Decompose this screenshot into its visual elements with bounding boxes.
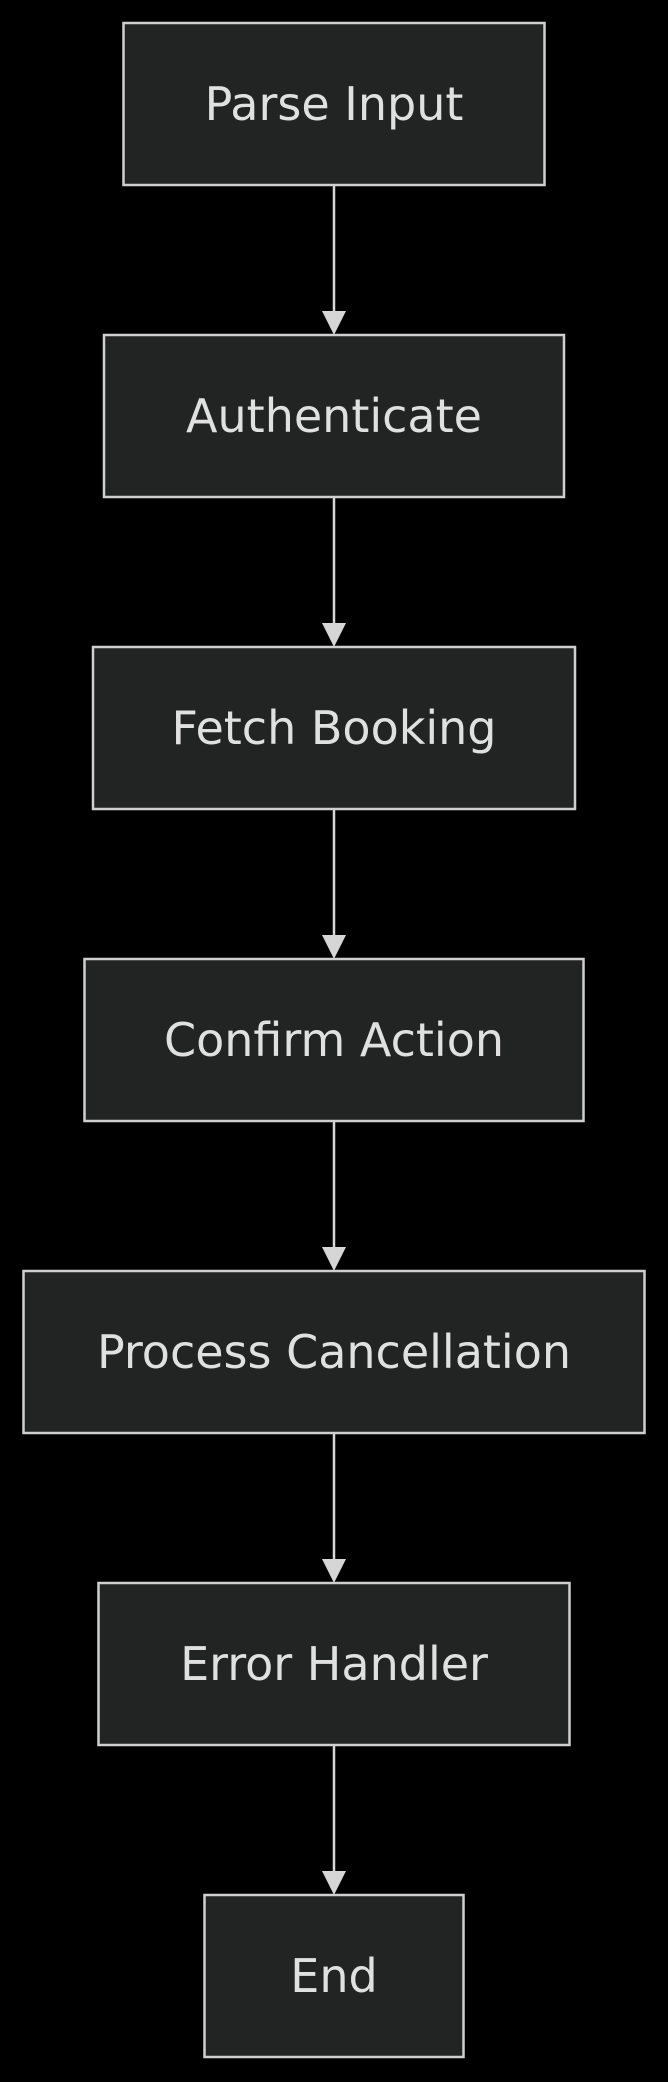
node-label: Process Cancellation	[97, 1325, 571, 1379]
node-label: Authenticate	[186, 389, 482, 443]
node-box	[102, 333, 566, 499]
edge-arrow	[322, 1121, 346, 1271]
edge-arrow	[322, 497, 346, 647]
arrowhead-icon	[322, 1871, 346, 1895]
edge-arrow	[322, 809, 346, 959]
edge-arrow	[322, 1433, 346, 1583]
node-box	[22, 1269, 646, 1435]
edge-arrow	[322, 185, 346, 335]
node-parse-input: Parse Input	[122, 21, 546, 187]
node-box	[91, 645, 577, 811]
node-fetch-booking: Fetch Booking	[91, 645, 577, 811]
arrowhead-icon	[322, 935, 346, 959]
node-end: End	[203, 1893, 465, 2059]
node-label: Confirm Action	[164, 1013, 504, 1067]
node-box	[97, 1581, 571, 1747]
node-box	[83, 957, 585, 1123]
arrowhead-icon	[322, 1559, 346, 1583]
node-authenticate: Authenticate	[102, 333, 566, 499]
node-process-cancellation: Process Cancellation	[22, 1269, 646, 1435]
node-label: Fetch Booking	[172, 701, 497, 755]
arrowhead-icon	[322, 311, 346, 335]
node-label: Error Handler	[180, 1637, 488, 1691]
arrowhead-icon	[322, 1247, 346, 1271]
edge-arrow	[322, 1745, 346, 1895]
node-label: End	[290, 1949, 377, 2003]
edges-layer	[322, 185, 346, 1895]
node-label: Parse Input	[205, 77, 464, 131]
node-confirm-action: Confirm Action	[83, 957, 585, 1123]
node-error-handler: Error Handler	[97, 1581, 571, 1747]
arrowhead-icon	[322, 623, 346, 647]
node-box	[203, 1893, 465, 2059]
node-box	[122, 21, 546, 187]
